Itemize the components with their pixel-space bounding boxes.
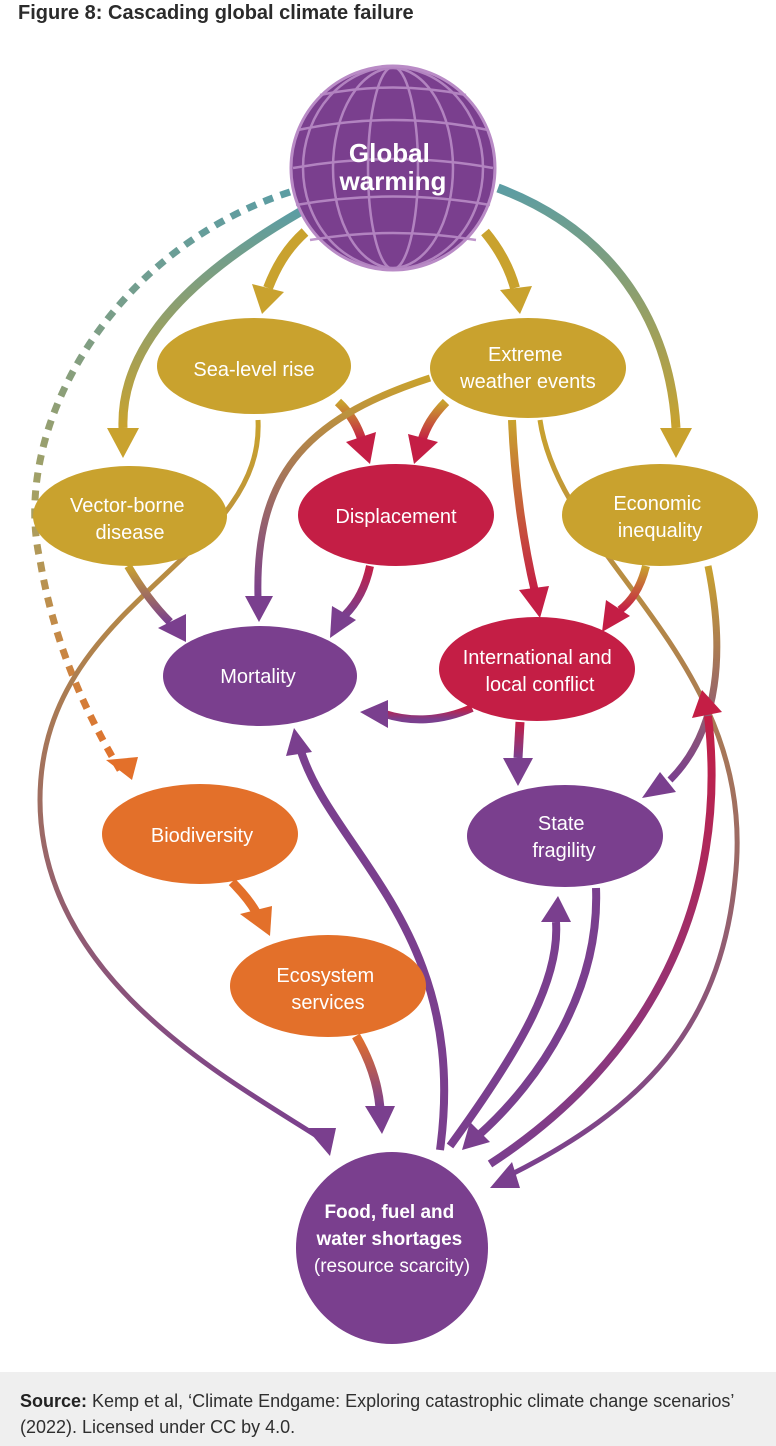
- source-citation: Source: Kemp et al, ‘Climate Endgame: Ex…: [20, 1388, 760, 1440]
- node-global-warming: Global warming: [289, 64, 497, 272]
- arrow-shortages-to-mortality: [296, 746, 449, 1151]
- arrow-extreme-to-displacement: [417, 398, 450, 442]
- source-footer: Source: Kemp et al, ‘Climate Endgame: Ex…: [0, 1372, 776, 1446]
- arrowhead-state-a: [642, 772, 676, 798]
- arrow-warming-to-economic: [496, 183, 681, 429]
- svg-text:Vector-borne disease: Vector-borne disease: [70, 495, 190, 544]
- arrowhead-ecosystem: [240, 906, 272, 936]
- node-sea-level-rise: Sea-level rise: [157, 318, 351, 414]
- arrowhead-shortages-c: [490, 1162, 520, 1188]
- node-displacement: Displacement: [298, 464, 494, 566]
- arrow-conflict-to-state: [513, 721, 525, 759]
- svg-text:Global warming: Global warming: [339, 138, 447, 196]
- node-label-line: Mortality: [220, 666, 296, 688]
- node-label-line: warming: [339, 166, 447, 196]
- node-resource-scarcity: Food, fuel and water shortages (resource…: [296, 1152, 488, 1344]
- svg-text:Displacement: Displacement: [335, 506, 457, 528]
- node-label-line: fragility: [532, 840, 595, 862]
- node-label-line: Extreme: [488, 344, 562, 366]
- arrow-sealevel-to-displacement: [334, 398, 367, 442]
- cascade-diagram: Global warming Sea-level rise Extreme we…: [31, 64, 758, 1344]
- node-label-line: water shortages: [315, 1229, 462, 1250]
- node-conflict: International and local conflict: [439, 617, 635, 721]
- node-label-line: Sea-level rise: [193, 359, 314, 381]
- node-extreme-weather: Extreme weather events: [430, 318, 626, 418]
- node-label-line: Food, fuel and: [324, 1202, 454, 1223]
- node-label-line: (resource scarcity): [314, 1256, 470, 1277]
- arrow-extreme-to-conflict: [508, 419, 539, 593]
- arrow-extreme-to-mortality: [254, 374, 432, 599]
- node-label-line: local conflict: [486, 674, 595, 696]
- arrow-warming-to-extreme: [481, 228, 520, 290]
- arrowhead-displacement-a: [346, 432, 376, 464]
- svg-text:Food, fuel and water sho: Food, fuel and water shortages (resource…: [314, 1202, 470, 1277]
- arrowhead-conflict-c: [692, 690, 722, 718]
- arrowhead-shortages-d: [365, 1106, 395, 1134]
- arrowhead-conflict-b: [602, 600, 630, 632]
- arrowhead-vector: [107, 428, 139, 458]
- node-label-line: disease: [96, 522, 165, 544]
- arrow-conflict-to-mortality: [383, 704, 474, 724]
- node-label-line: Displacement: [335, 506, 457, 528]
- arrow-ecosystem-to-shortages: [352, 1033, 385, 1109]
- arrowhead-mortality-d: [360, 700, 388, 728]
- arrowhead-economic: [660, 428, 692, 458]
- arrowhead-shortages-a: [306, 1128, 336, 1156]
- svg-text:Ecosystem services: Ecosystem services: [276, 965, 379, 1014]
- arrow-economic-to-state: [667, 565, 721, 783]
- svg-text:Sea-level rise: Sea-level rise: [193, 359, 314, 381]
- arrow-shortages-to-conflict: [487, 715, 716, 1168]
- arrowhead-sealevel: [252, 284, 284, 314]
- node-label-line: Biodiversity: [151, 825, 253, 847]
- node-biodiversity: Biodiversity: [102, 784, 298, 884]
- node-label-line: International and: [463, 647, 612, 669]
- arrowhead-shortages-b: [462, 1122, 490, 1150]
- svg-text:Economic inequality: Economic inequality: [613, 493, 706, 542]
- node-state-fragility: State fragility: [467, 785, 663, 887]
- node-economic-inequality: Economic inequality: [562, 464, 758, 566]
- svg-text:Extreme weather events: Extreme weather events: [459, 344, 596, 393]
- arrow-displacement-to-mortality: [342, 565, 374, 618]
- arrowhead-conflict-a: [519, 586, 549, 618]
- arrow-warming-to-vector: [118, 208, 303, 429]
- node-label-line: Vector-borne: [70, 495, 185, 517]
- arrowhead-extreme: [500, 286, 532, 314]
- node-label-line: Global: [349, 138, 430, 168]
- arrow-shortages-to-state: [446, 921, 561, 1149]
- arrowhead-mortality-c: [330, 606, 356, 638]
- node-label-line: weather events: [459, 371, 596, 393]
- node-ecosystem-services: Ecosystem services: [230, 935, 426, 1037]
- source-text: Kemp et al, ‘Climate Endgame: Exploring …: [20, 1391, 734, 1437]
- svg-text:Biodiversity: Biodiversity: [151, 825, 253, 847]
- node-label-line: inequality: [618, 520, 703, 542]
- svg-text:State fragility: State fragility: [532, 813, 595, 862]
- node-label-line: Economic: [613, 493, 701, 515]
- node-label-line: services: [291, 992, 364, 1014]
- arrow-biodiversity-to-ecosystem: [228, 878, 260, 915]
- svg-text:Mortality: Mortality: [220, 666, 296, 688]
- node-label-line: State: [538, 813, 585, 835]
- svg-text:International and local: International and local conflict: [463, 647, 618, 696]
- arrowhead-displacement-b: [408, 434, 438, 464]
- arrowhead-biodiversity: [106, 757, 138, 780]
- node-vector-borne-disease: Vector-borne disease: [33, 466, 227, 566]
- arrowhead-mortality-b: [158, 614, 186, 642]
- arrow-vector-to-mortality: [124, 563, 173, 625]
- arrowhead-mortality-a: [245, 596, 273, 622]
- arrow-warming-to-sealevel: [263, 228, 309, 290]
- arrow-state-to-shortages: [477, 887, 601, 1137]
- arrowhead-mortality-e: [286, 728, 312, 756]
- arrowhead-state-b: [503, 758, 533, 786]
- source-label: Source:: [20, 1391, 88, 1411]
- connectors: [31, 183, 740, 1188]
- globe-grid-icon: [292, 65, 494, 271]
- figure-title: Figure 8: Cascading global climate failu…: [18, 2, 414, 24]
- node-label-line: Ecosystem: [276, 965, 374, 987]
- arrowhead-state-c: [541, 896, 571, 922]
- arrow-economic-to-conflict: [617, 564, 650, 614]
- node-mortality: Mortality: [163, 626, 357, 726]
